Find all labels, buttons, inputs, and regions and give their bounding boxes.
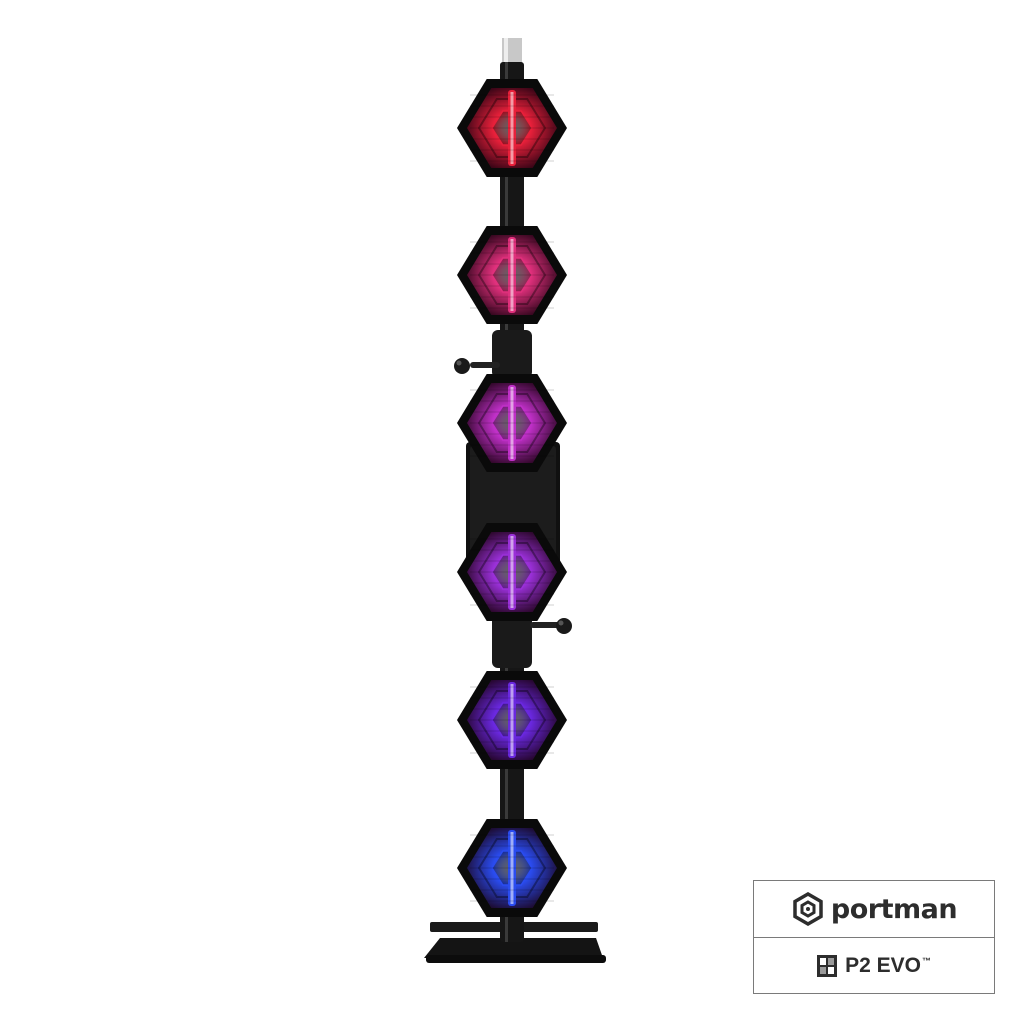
lower-clamp xyxy=(492,612,572,668)
brand-row: portman xyxy=(754,881,994,937)
brand-logo-box: portman P2 EVO™ xyxy=(753,880,995,994)
model-row: P2 EVO™ xyxy=(754,938,994,994)
light-head-3 xyxy=(457,374,567,472)
brand-name: portman xyxy=(830,893,958,925)
p2-evo-icon xyxy=(817,955,838,977)
model-name-text: P2 EVO xyxy=(845,954,921,977)
trademark-symbol: ™ xyxy=(921,956,931,966)
upper-clamp xyxy=(454,330,532,378)
base-stand xyxy=(424,922,606,963)
light-head-2 xyxy=(457,226,567,324)
light-heads xyxy=(457,79,567,917)
model-name: P2 EVO™ xyxy=(845,954,931,978)
light-head-5 xyxy=(457,671,567,769)
light-head-1 xyxy=(457,79,567,177)
light-head-4 xyxy=(457,523,567,621)
light-head-6 xyxy=(457,819,567,917)
portman-hexagon-icon xyxy=(791,892,825,926)
logo-divider xyxy=(754,937,994,938)
